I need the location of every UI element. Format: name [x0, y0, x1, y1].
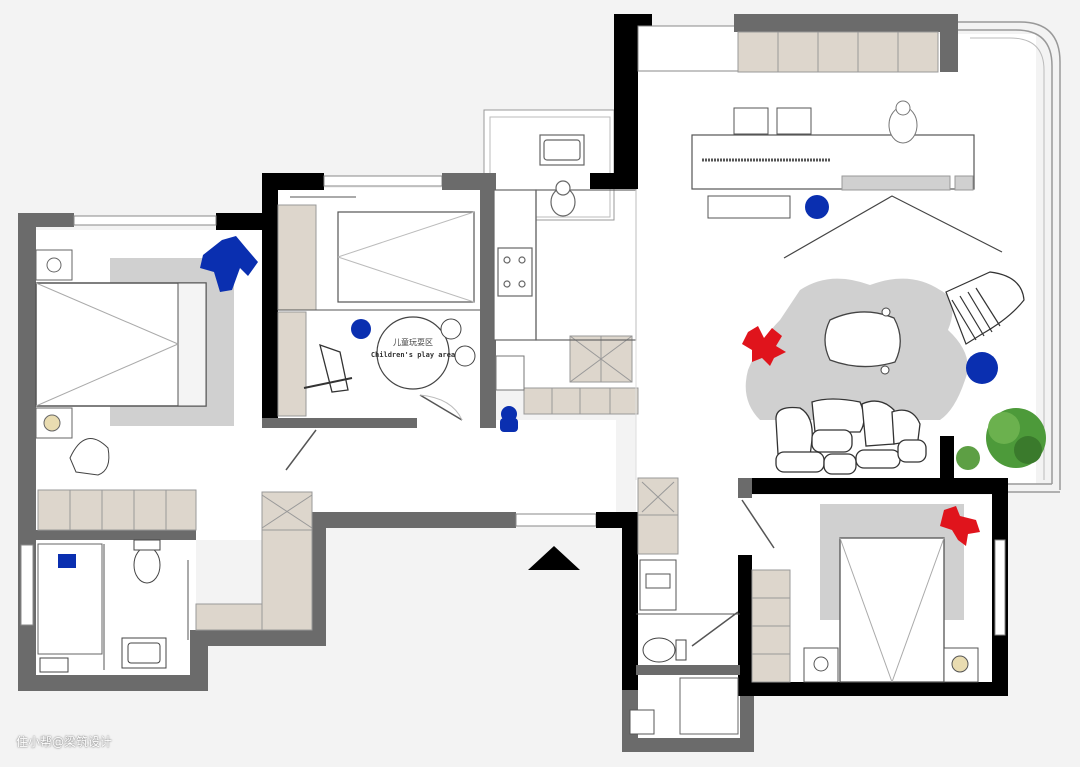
window: [637, 25, 739, 72]
blue-ball-icon: [966, 352, 998, 384]
play-storage: [277, 204, 317, 311]
window: [994, 539, 1006, 636]
window: [73, 215, 217, 226]
watermark: 住小帮@梁筑设计: [16, 735, 113, 749]
nightstand: [803, 647, 839, 683]
kitchen-counter: [523, 387, 639, 415]
stool: [776, 107, 812, 135]
bath-cabinet: [195, 603, 263, 631]
corridor-floor: [196, 420, 616, 515]
bed-icon: [839, 537, 945, 683]
wall: [480, 173, 496, 428]
living-room: [635, 100, 1046, 480]
wall: [622, 512, 638, 690]
nightstand: [35, 249, 73, 281]
table-icon: [824, 311, 901, 368]
play-room: 儿童玩耍区 Children's play area: [278, 196, 480, 471]
balcony-rail: [950, 21, 1061, 490]
kitchen: [493, 134, 637, 341]
wall: [36, 530, 196, 540]
wall: [18, 213, 74, 227]
wall: [622, 738, 754, 752]
wall: [590, 173, 638, 189]
bed-headboard: [177, 282, 207, 407]
wall: [738, 555, 752, 695]
toilet-icon: [642, 637, 676, 663]
balcony-rail-inner: [950, 29, 1053, 484]
sofa-icon: [775, 398, 927, 475]
wall: [18, 675, 208, 691]
wall: [262, 173, 278, 428]
blue-figure-icon: [500, 406, 518, 432]
wall: [940, 436, 954, 480]
lounge-chair-icon: [945, 271, 1025, 345]
plant-icon: [956, 408, 1046, 470]
play-table: [376, 316, 450, 390]
wall: [312, 512, 326, 646]
wall: [312, 512, 516, 528]
wardrobe: [37, 489, 197, 531]
red-figure-icon: [940, 506, 980, 546]
wall: [734, 14, 958, 32]
wall: [262, 173, 324, 190]
shoe-cabinet: [495, 355, 525, 391]
corridor-cabinet: [261, 491, 313, 631]
wall: [740, 696, 754, 752]
right-bedroom: [629, 499, 980, 735]
entrance-arrow-icon: [528, 546, 580, 570]
washer: [639, 559, 677, 611]
wall: [18, 213, 36, 540]
entry-door: [515, 513, 597, 527]
play-area-label-en: Children's play area: [371, 351, 455, 359]
kitchen-balcony-inner: [489, 116, 611, 218]
wall: [614, 14, 638, 189]
shower: [679, 677, 739, 735]
chair-icon: [69, 438, 110, 476]
stove-icon: [497, 247, 533, 297]
play-storage-low: [277, 311, 307, 417]
toilet-icon: [133, 546, 161, 584]
blue-chair-icon: [200, 236, 258, 292]
wall: [940, 14, 958, 72]
blue-ball-icon: [351, 319, 371, 339]
master-bedroom: [35, 236, 258, 673]
red-coral-icon: [742, 326, 786, 366]
balcony-rail-3: [970, 37, 1045, 480]
person-icon: [888, 100, 918, 144]
play-mat: [337, 211, 475, 303]
bath-storage: [637, 477, 679, 555]
bench: [707, 195, 791, 219]
play-area-label-cn: 儿童玩耍区: [393, 337, 433, 347]
wall: [190, 630, 326, 646]
wall: [738, 682, 1008, 696]
window: [323, 175, 443, 187]
window: [20, 544, 34, 626]
blue-ball-icon: [805, 195, 829, 219]
tv-cabinet: [737, 31, 939, 73]
wall: [738, 478, 1008, 494]
stool: [733, 107, 769, 135]
wall: [636, 665, 740, 675]
blue-square: [58, 554, 76, 568]
wall: [216, 213, 266, 230]
cabinets: [37, 31, 939, 683]
wall: [738, 478, 752, 498]
walls: [18, 14, 1008, 752]
wall: [262, 418, 417, 428]
